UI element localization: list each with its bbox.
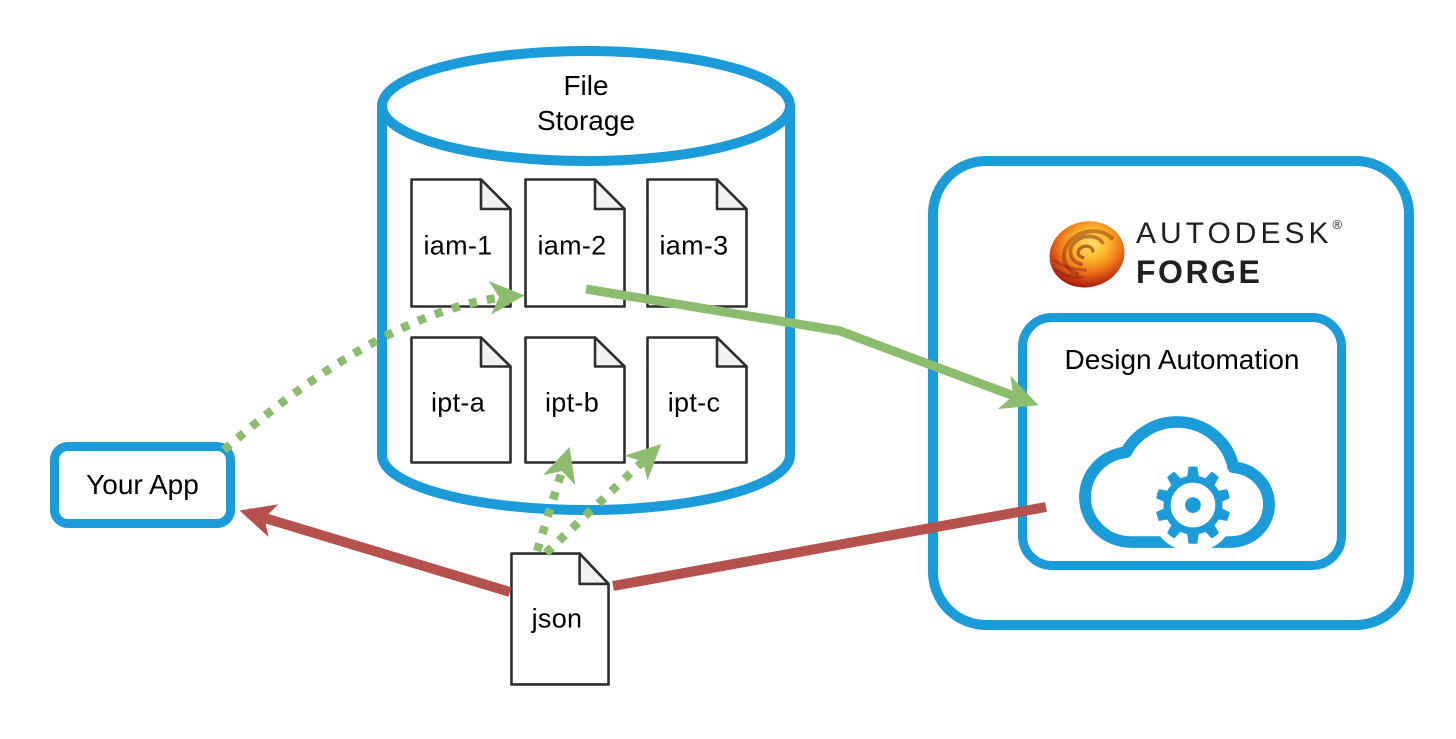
file-storage-title-line1: File [563,70,609,101]
file-icon-iam-3: iam-3 [646,178,748,308]
document-icon [410,178,512,308]
document-icon [524,178,626,308]
file-label: iam-1 [423,230,493,261]
your-app-box: Your App [50,442,235,528]
gear-backing [1151,468,1235,552]
file-label: ipt-c [667,387,721,418]
forge-brand-text: AUTODESK® FORGE [1136,218,1342,288]
registered-trademark: ® [1332,217,1343,232]
document-icon [510,552,610,686]
file-icon-iam-1: iam-1 [410,178,512,308]
file-storage-title-line2: Storage [536,105,636,136]
file-icon-ipt-a: ipt-a [410,336,512,464]
cylinder-top [377,46,795,166]
file-icon-iam-2: iam-2 [524,178,626,308]
file-label: ipt-b [544,387,600,418]
autodesk-wordmark: AUTODESK [1136,217,1333,250]
design-automation-box: Design Automation ⚙ [1018,313,1346,570]
file-icon-json: json [510,552,610,686]
file-label: json [531,603,583,634]
file-label: ipt-a [430,387,486,418]
file-label: iam-3 [659,230,729,261]
autodesk-forge-box: AUTODESK® FORGE Design Automation ⚙ [928,156,1414,630]
file-icon-ipt-b: ipt-b [524,336,626,464]
file-storage-title: File Storage [486,68,686,138]
forge-logo-icon [1049,221,1125,288]
gear-icon: ⚙ [1146,445,1240,567]
file-icon-ipt-c: ipt-c [646,336,748,464]
your-app-label: Your App [86,469,199,500]
file-label: iam-2 [537,230,607,261]
design-automation-label: Design Automation [1064,344,1300,375]
forge-wordmark: FORGE [1136,254,1263,290]
